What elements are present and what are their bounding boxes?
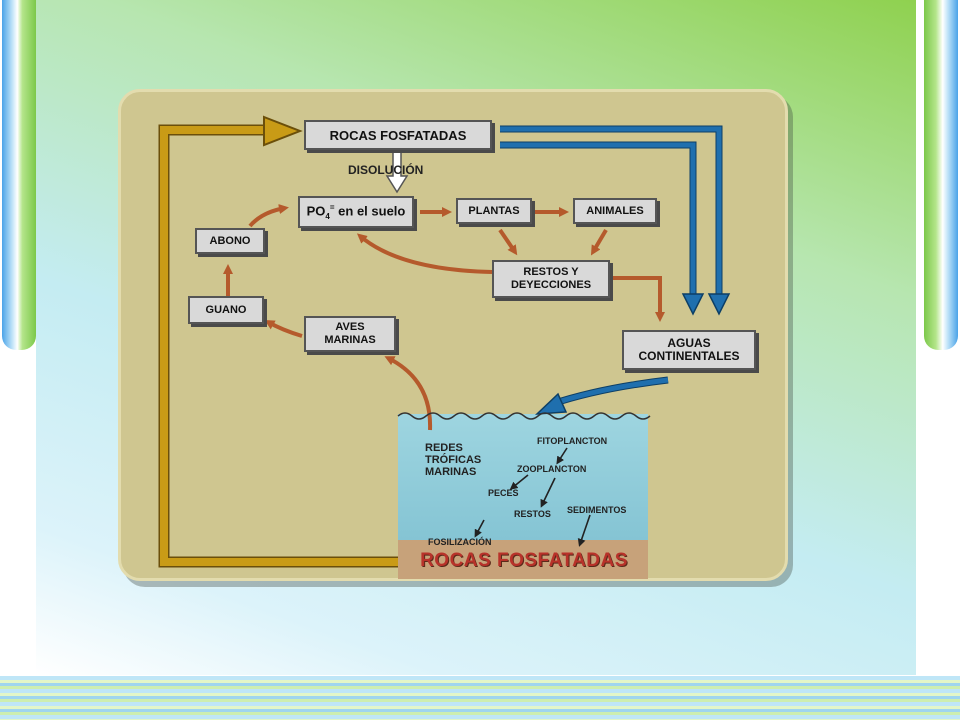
fitoplancton-label: FITOPLANCTON xyxy=(537,436,608,446)
peces-label: PECES xyxy=(488,488,519,498)
guano-box: GUANO xyxy=(188,296,264,324)
redes-line-1: REDES xyxy=(425,442,463,454)
restos-line-2: DEYECCIONES xyxy=(510,279,592,291)
aguas-line-2: CONTINENTALES xyxy=(638,349,740,363)
food-web-arrows xyxy=(474,447,591,547)
disolucion-arrow xyxy=(385,151,409,194)
left-decorative-bar xyxy=(2,0,36,350)
blue-runoff-arrows xyxy=(500,125,731,316)
rock-layer xyxy=(398,540,648,579)
restos-sea-label: RESTOS xyxy=(514,509,551,519)
fosilizacion-label: FOSILIZACIÓN xyxy=(428,537,492,547)
rocas-fosfatadas-top-label: ROCAS FOSFATADAS xyxy=(329,127,467,143)
po4-superscript: = xyxy=(329,203,335,213)
aves-line-1: AVES xyxy=(335,321,365,333)
right-decorative-bar xyxy=(924,0,958,350)
gold-loop-arrow xyxy=(158,115,398,568)
animales-label: ANIMALES xyxy=(586,204,644,217)
aves-marinas-box: AVES MARINAS xyxy=(304,316,396,352)
abono-label: ABONO xyxy=(209,234,251,247)
blue-to-sea-arrow xyxy=(534,376,669,415)
animales-box: ANIMALES xyxy=(573,198,657,224)
plantas-box: PLANTAS xyxy=(456,198,532,224)
po4-formula: PO xyxy=(306,203,326,219)
plantas-label: PLANTAS xyxy=(468,204,520,217)
brown-flow-arrows xyxy=(223,204,665,431)
aves-line-2: MARINAS xyxy=(324,334,376,346)
guano-label: GUANO xyxy=(205,303,247,316)
po4-suffix: en el suelo xyxy=(334,203,406,219)
aguas-line-1: AGUAS xyxy=(667,336,711,350)
bottom-decorative-stripes xyxy=(0,676,960,720)
redes-troficas-label: REDES TRÓFICAS MARINAS xyxy=(425,442,481,478)
restos-line-1: RESTOS Y xyxy=(523,266,579,278)
po4-soil-label: PO4= en el suelo xyxy=(307,201,406,223)
zooplancton-label: ZOOPLANCTON xyxy=(517,464,587,474)
redes-line-3: MARINAS xyxy=(425,466,477,478)
sea-surface-wave xyxy=(397,412,651,420)
po4-subscript: 4 xyxy=(325,211,330,221)
restos-deyecciones-box: RESTOS Y DEYECCIONES xyxy=(492,260,610,298)
rocas-fosfatadas-top-box: ROCAS FOSFATADAS xyxy=(304,120,492,150)
redes-line-2: TRÓFICAS xyxy=(425,454,482,466)
sedimentos-label: SEDIMENTOS xyxy=(567,505,627,515)
rocas-fosfatadas-bottom-label: ROCAS FOSFATADAS xyxy=(420,550,628,571)
disolucion-label: DISOLUCIÓN xyxy=(348,163,424,177)
po4-soil-box: PO4= en el suelo xyxy=(298,196,414,228)
aguas-continentales-box: AGUAS CONTINENTALES xyxy=(622,330,756,370)
abono-box: ABONO xyxy=(195,228,265,254)
